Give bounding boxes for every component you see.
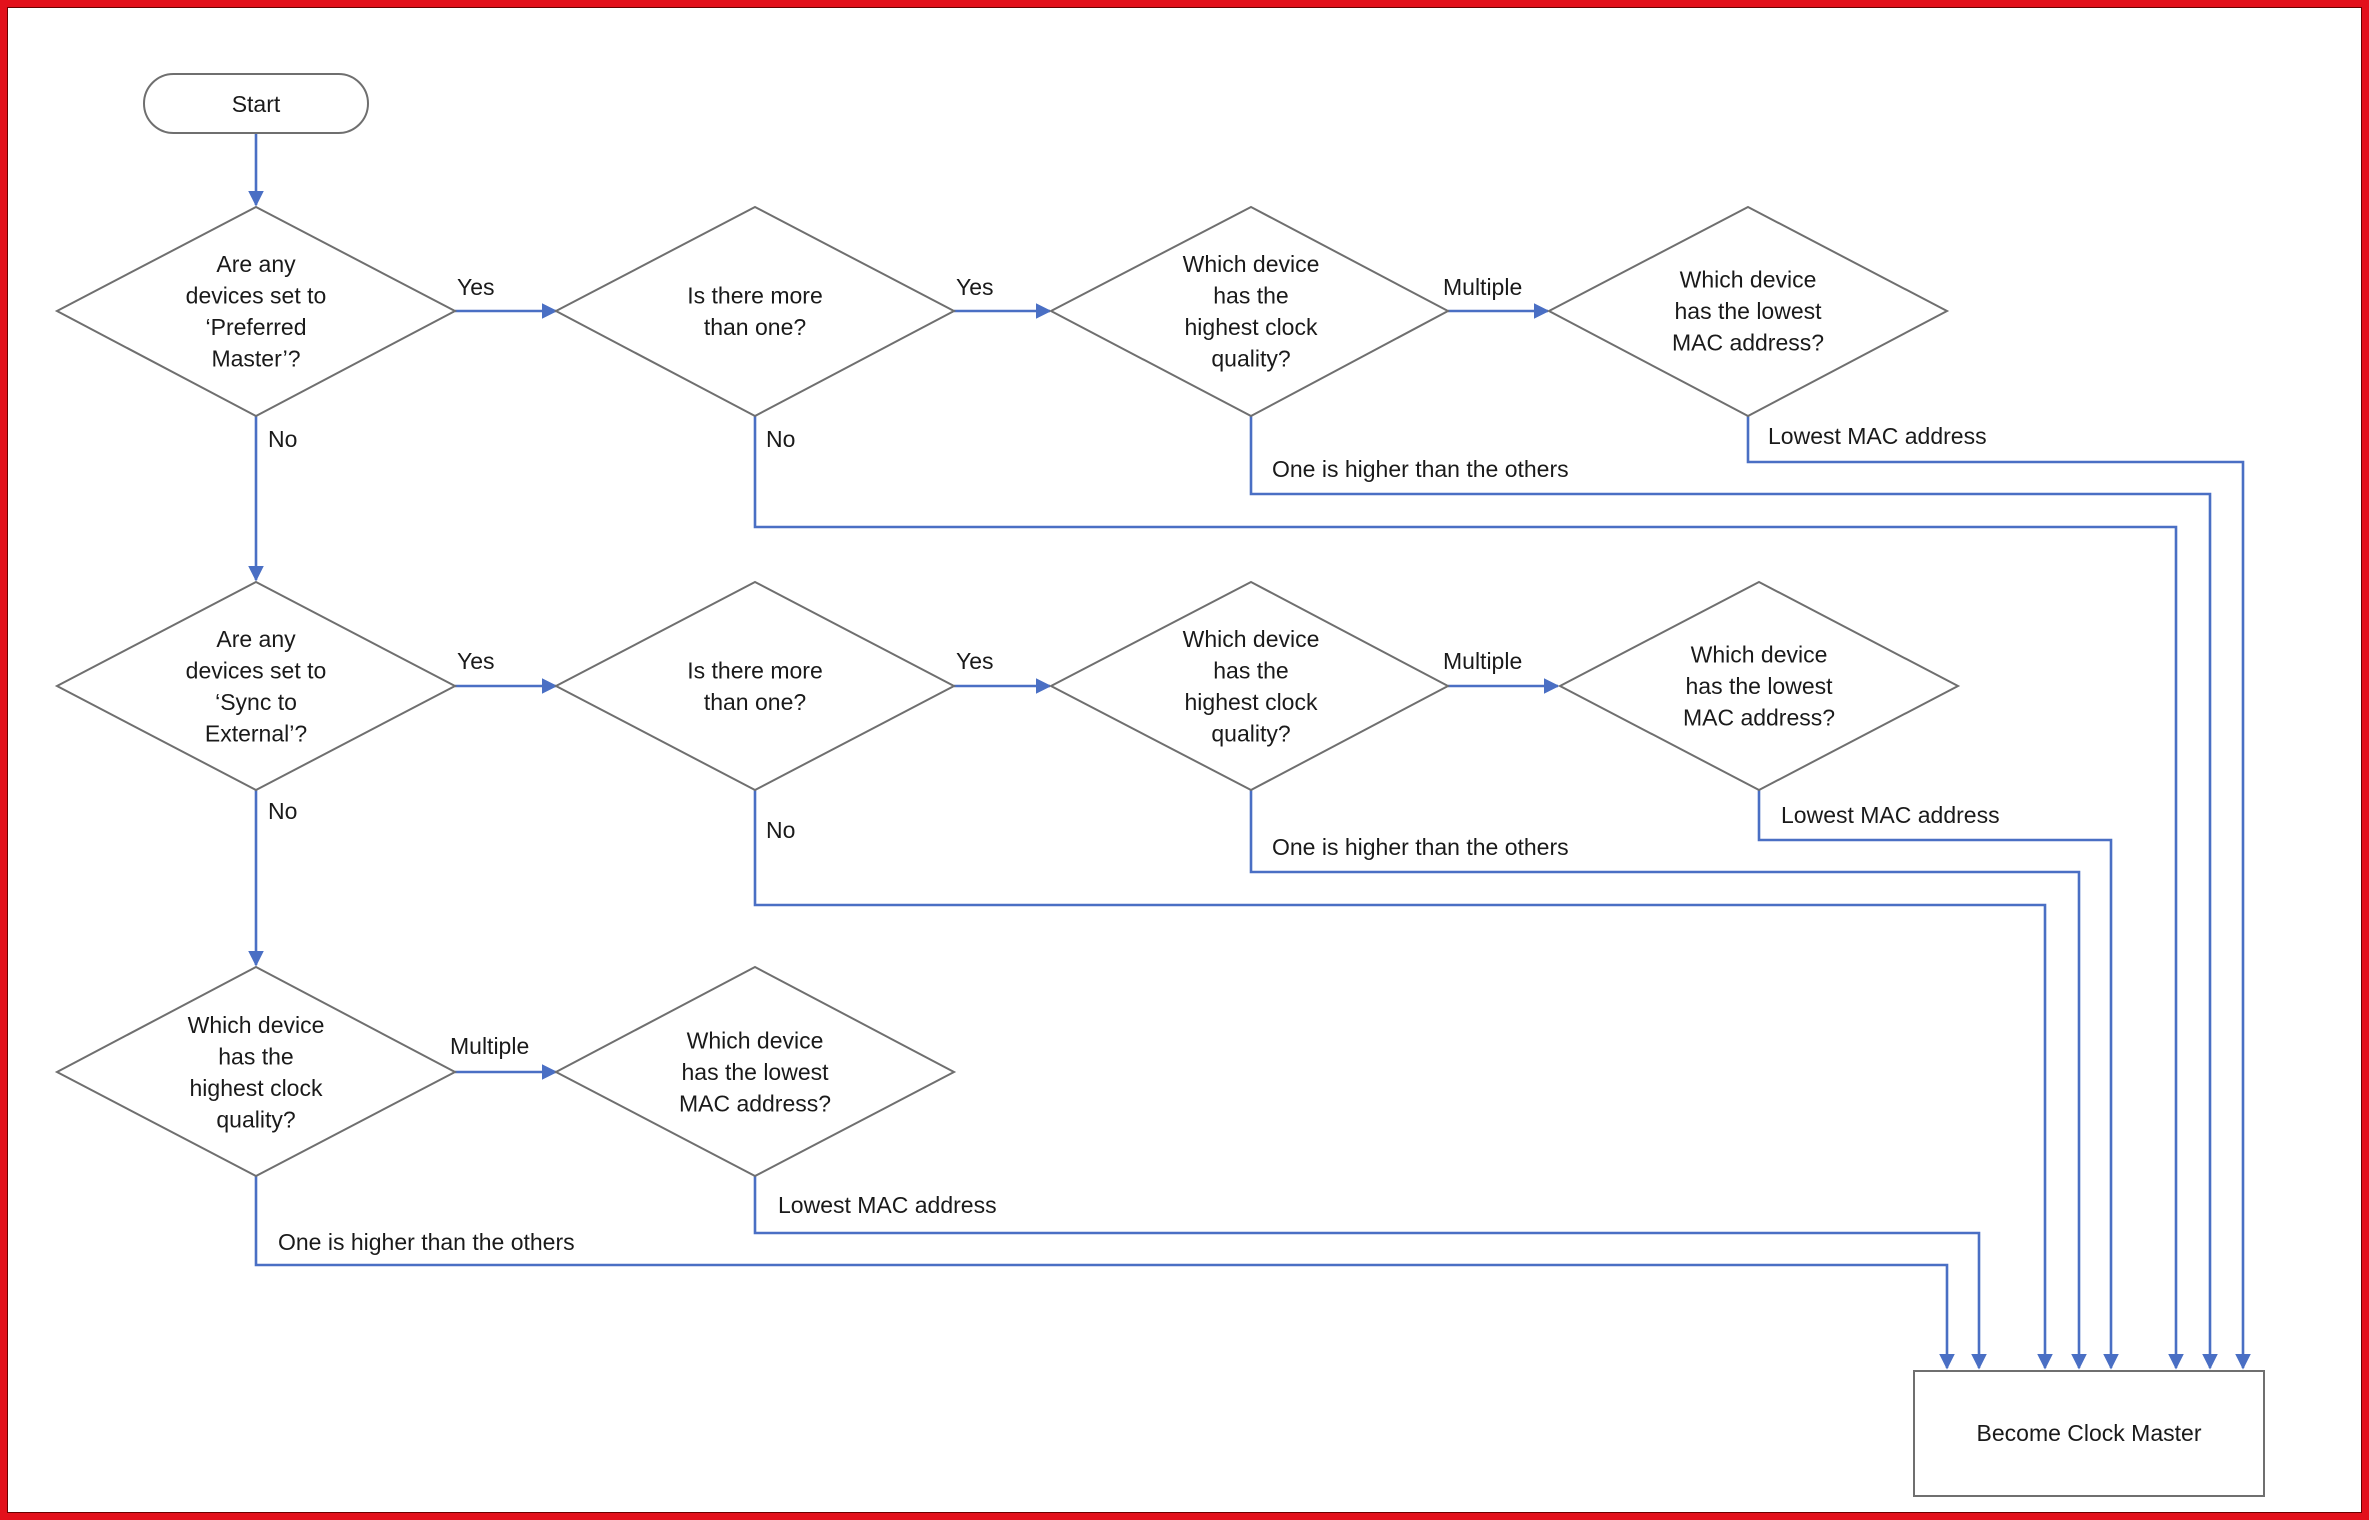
connector-d3-one: [1249, 416, 2218, 1370]
decision-f2: [553, 965, 957, 1178]
connector-d2-no: [753, 416, 2184, 1370]
node-text-line: MAC address?: [1683, 705, 1835, 731]
node-text-line: Start: [232, 91, 281, 117]
node-text-line: has the: [1213, 657, 1288, 683]
node-text-line: highest clock: [190, 1075, 323, 1101]
label-f1-one: One is higher than the others: [278, 1229, 575, 1255]
label-e3-one: One is higher than the others: [1272, 834, 1569, 860]
node-text-line: Which device: [687, 1028, 824, 1054]
node-text-line: Which device: [188, 1012, 325, 1038]
node-text-line: Is there more: [687, 282, 823, 308]
decision-e2: [553, 580, 957, 792]
label-d1-yes: Yes: [457, 274, 495, 300]
node-text-line: devices set to: [186, 657, 327, 683]
d2-text: Is there more than one?: [687, 282, 823, 340]
node-text-line: quality?: [1211, 720, 1290, 746]
node-text-line: Become Clock Master: [1977, 1420, 2202, 1446]
node-text-line: Are any: [216, 626, 296, 652]
node-text-line: External’?: [205, 720, 307, 746]
decision-f1: [54, 965, 458, 1178]
decision-e1: [54, 580, 458, 792]
e2-text: Is there more than one?: [687, 657, 823, 715]
e3-text: Which device has the highest clock quality?: [1183, 626, 1320, 747]
node-text-line: Which device: [1183, 251, 1320, 277]
decision-e4: [1557, 580, 1961, 792]
end-process-box: [1913, 1370, 2265, 1497]
edge-labels: Yes No Yes No Multiple One is higher tha…: [268, 274, 2000, 1255]
decision-e3: [1048, 580, 1451, 792]
node-text-line: has the lowest: [1674, 298, 1822, 324]
node-text-line: MAC address?: [679, 1091, 831, 1117]
label-d3-one: One is higher than the others: [1272, 456, 1569, 482]
end-label: Become Clock Master: [1977, 1420, 2202, 1446]
connector-f1-one: [254, 1176, 1955, 1370]
connector-e4-lowest: [1757, 790, 2119, 1370]
e1-text: Are any devices set to ‘Sync to External’?: [186, 626, 327, 747]
node-text-line: Are any: [216, 251, 296, 277]
node-text-line: ‘Preferred: [206, 314, 307, 340]
decision-d2: [553, 205, 957, 418]
label-d3-multiple: Multiple: [1443, 274, 1522, 300]
node-text-line: quality?: [216, 1106, 295, 1132]
label-d2-yes: Yes: [956, 274, 994, 300]
node-text-line: than one?: [704, 689, 806, 715]
label-e2-no: No: [766, 817, 795, 843]
node-text-line: has the lowest: [681, 1059, 829, 1085]
node-text-line: MAC address?: [1672, 330, 1824, 356]
node-text-line: has the lowest: [1685, 673, 1833, 699]
label-e4-lowest: Lowest MAC address: [1781, 802, 2000, 828]
label-f2-lowest: Lowest MAC address: [778, 1192, 997, 1218]
decision-d4: [1546, 205, 1950, 418]
label-f1-multiple: Multiple: [450, 1033, 529, 1059]
connector-e2-no: [753, 790, 2053, 1370]
start-label: Start: [232, 91, 281, 117]
decision-d3: [1048, 205, 1451, 418]
node-text-line: Master’?: [211, 345, 300, 371]
node-text-line: ‘Sync to: [215, 689, 297, 715]
connector-d4-lowest: [1746, 416, 2251, 1370]
node-text-line: Which device: [1691, 642, 1828, 668]
f1-text: Which device has the highest clock quality?: [188, 1012, 325, 1133]
node-text-line: highest clock: [1185, 689, 1318, 715]
node-text-line: Is there more: [687, 657, 823, 683]
node-text-line: highest clock: [1185, 314, 1318, 340]
label-d2-no: No: [766, 426, 795, 452]
label-e1-yes: Yes: [457, 648, 495, 674]
label-e1-no: No: [268, 798, 297, 824]
label-d4-lowest: Lowest MAC address: [1768, 423, 1987, 449]
connector-e3-one: [1249, 790, 2087, 1370]
connectors: [248, 133, 2251, 1370]
label-e2-yes: Yes: [956, 648, 994, 674]
node-text-line: has the: [1213, 282, 1288, 308]
node-text-line: Which device: [1183, 626, 1320, 652]
shapes: [54, 73, 2265, 1497]
node-text-line: than one?: [704, 314, 806, 340]
d3-text: Which device has the highest clock quality?: [1183, 251, 1320, 372]
decision-d1: [54, 205, 458, 418]
start-terminator: [143, 73, 369, 134]
node-text-line: quality?: [1211, 345, 1290, 371]
node-text-line: has the: [218, 1043, 293, 1069]
label-e3-multiple: Multiple: [1443, 648, 1522, 674]
node-text-line: Which device: [1680, 267, 1817, 293]
connector-f2-lowest: [753, 1176, 1987, 1370]
node-text-line: devices set to: [186, 282, 327, 308]
label-d1-no: No: [268, 426, 297, 452]
